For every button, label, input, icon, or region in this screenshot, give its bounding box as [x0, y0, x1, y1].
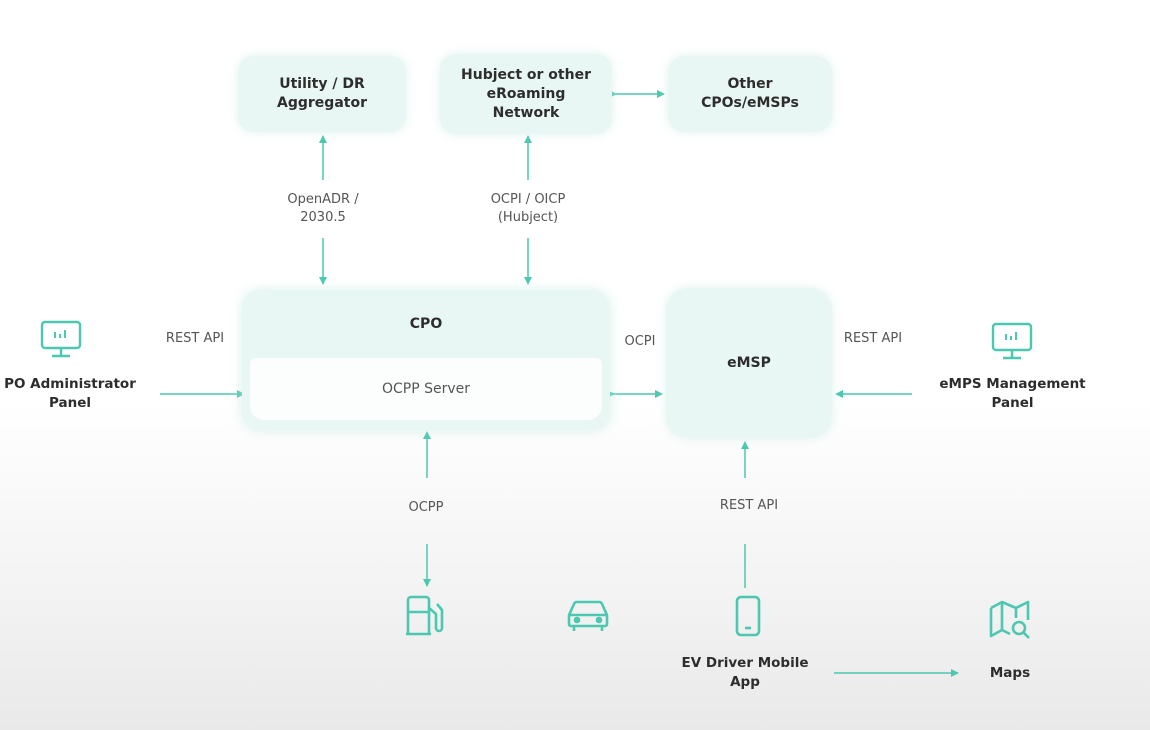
hubject-box: Hubject or other eRoaming Network: [440, 54, 612, 134]
ocpp-label: OCPP: [408, 500, 444, 515]
ocpi-label: OCPI: [624, 334, 656, 349]
ev-driver-app-label: EV Driver Mobile App: [681, 655, 809, 690]
other-cpos-box: Other CPOs/eMSPs: [668, 56, 832, 132]
maps-label: Maps: [989, 665, 1031, 681]
emsp-label: eMSP: [727, 354, 771, 371]
fuel-pump-icon: [406, 595, 444, 636]
ocpi-oicp-label: OCPI / OICP (Hubject): [490, 192, 566, 225]
ocpp-server-label: OCPP Server: [381, 381, 471, 397]
rest-api-right-label: REST API: [843, 331, 903, 346]
rest-api-left-label: REST API: [165, 331, 225, 346]
mobile-phone-icon: [735, 595, 761, 637]
car-icon: [567, 600, 609, 631]
cpo-admin-panel-label: PO Administrator Panel: [4, 376, 136, 411]
ocpp-server-box: OCPP Server: [250, 358, 602, 420]
cpo-box: CPO OCPP Server: [242, 290, 610, 430]
monitor-icon: [991, 322, 1033, 360]
utility-label: Utility / DR Aggregator: [277, 76, 367, 111]
utility-dr-aggregator-box: Utility / DR Aggregator: [238, 56, 406, 132]
rest-api-bottom-label: REST API: [719, 498, 779, 513]
other-cpos-label: Other CPOs/eMSPs: [701, 76, 799, 111]
emps-management-panel-label: eMPS Management Panel: [939, 376, 1086, 411]
cpo-title: CPO: [409, 316, 443, 332]
map-icon: [989, 600, 1030, 639]
emsp-box: eMSP: [666, 288, 832, 438]
hubject-label: Hubject or other eRoaming Network: [461, 66, 591, 121]
monitor-icon: [40, 320, 82, 358]
openadr-label: OpenADR / 2030.5: [287, 192, 359, 225]
